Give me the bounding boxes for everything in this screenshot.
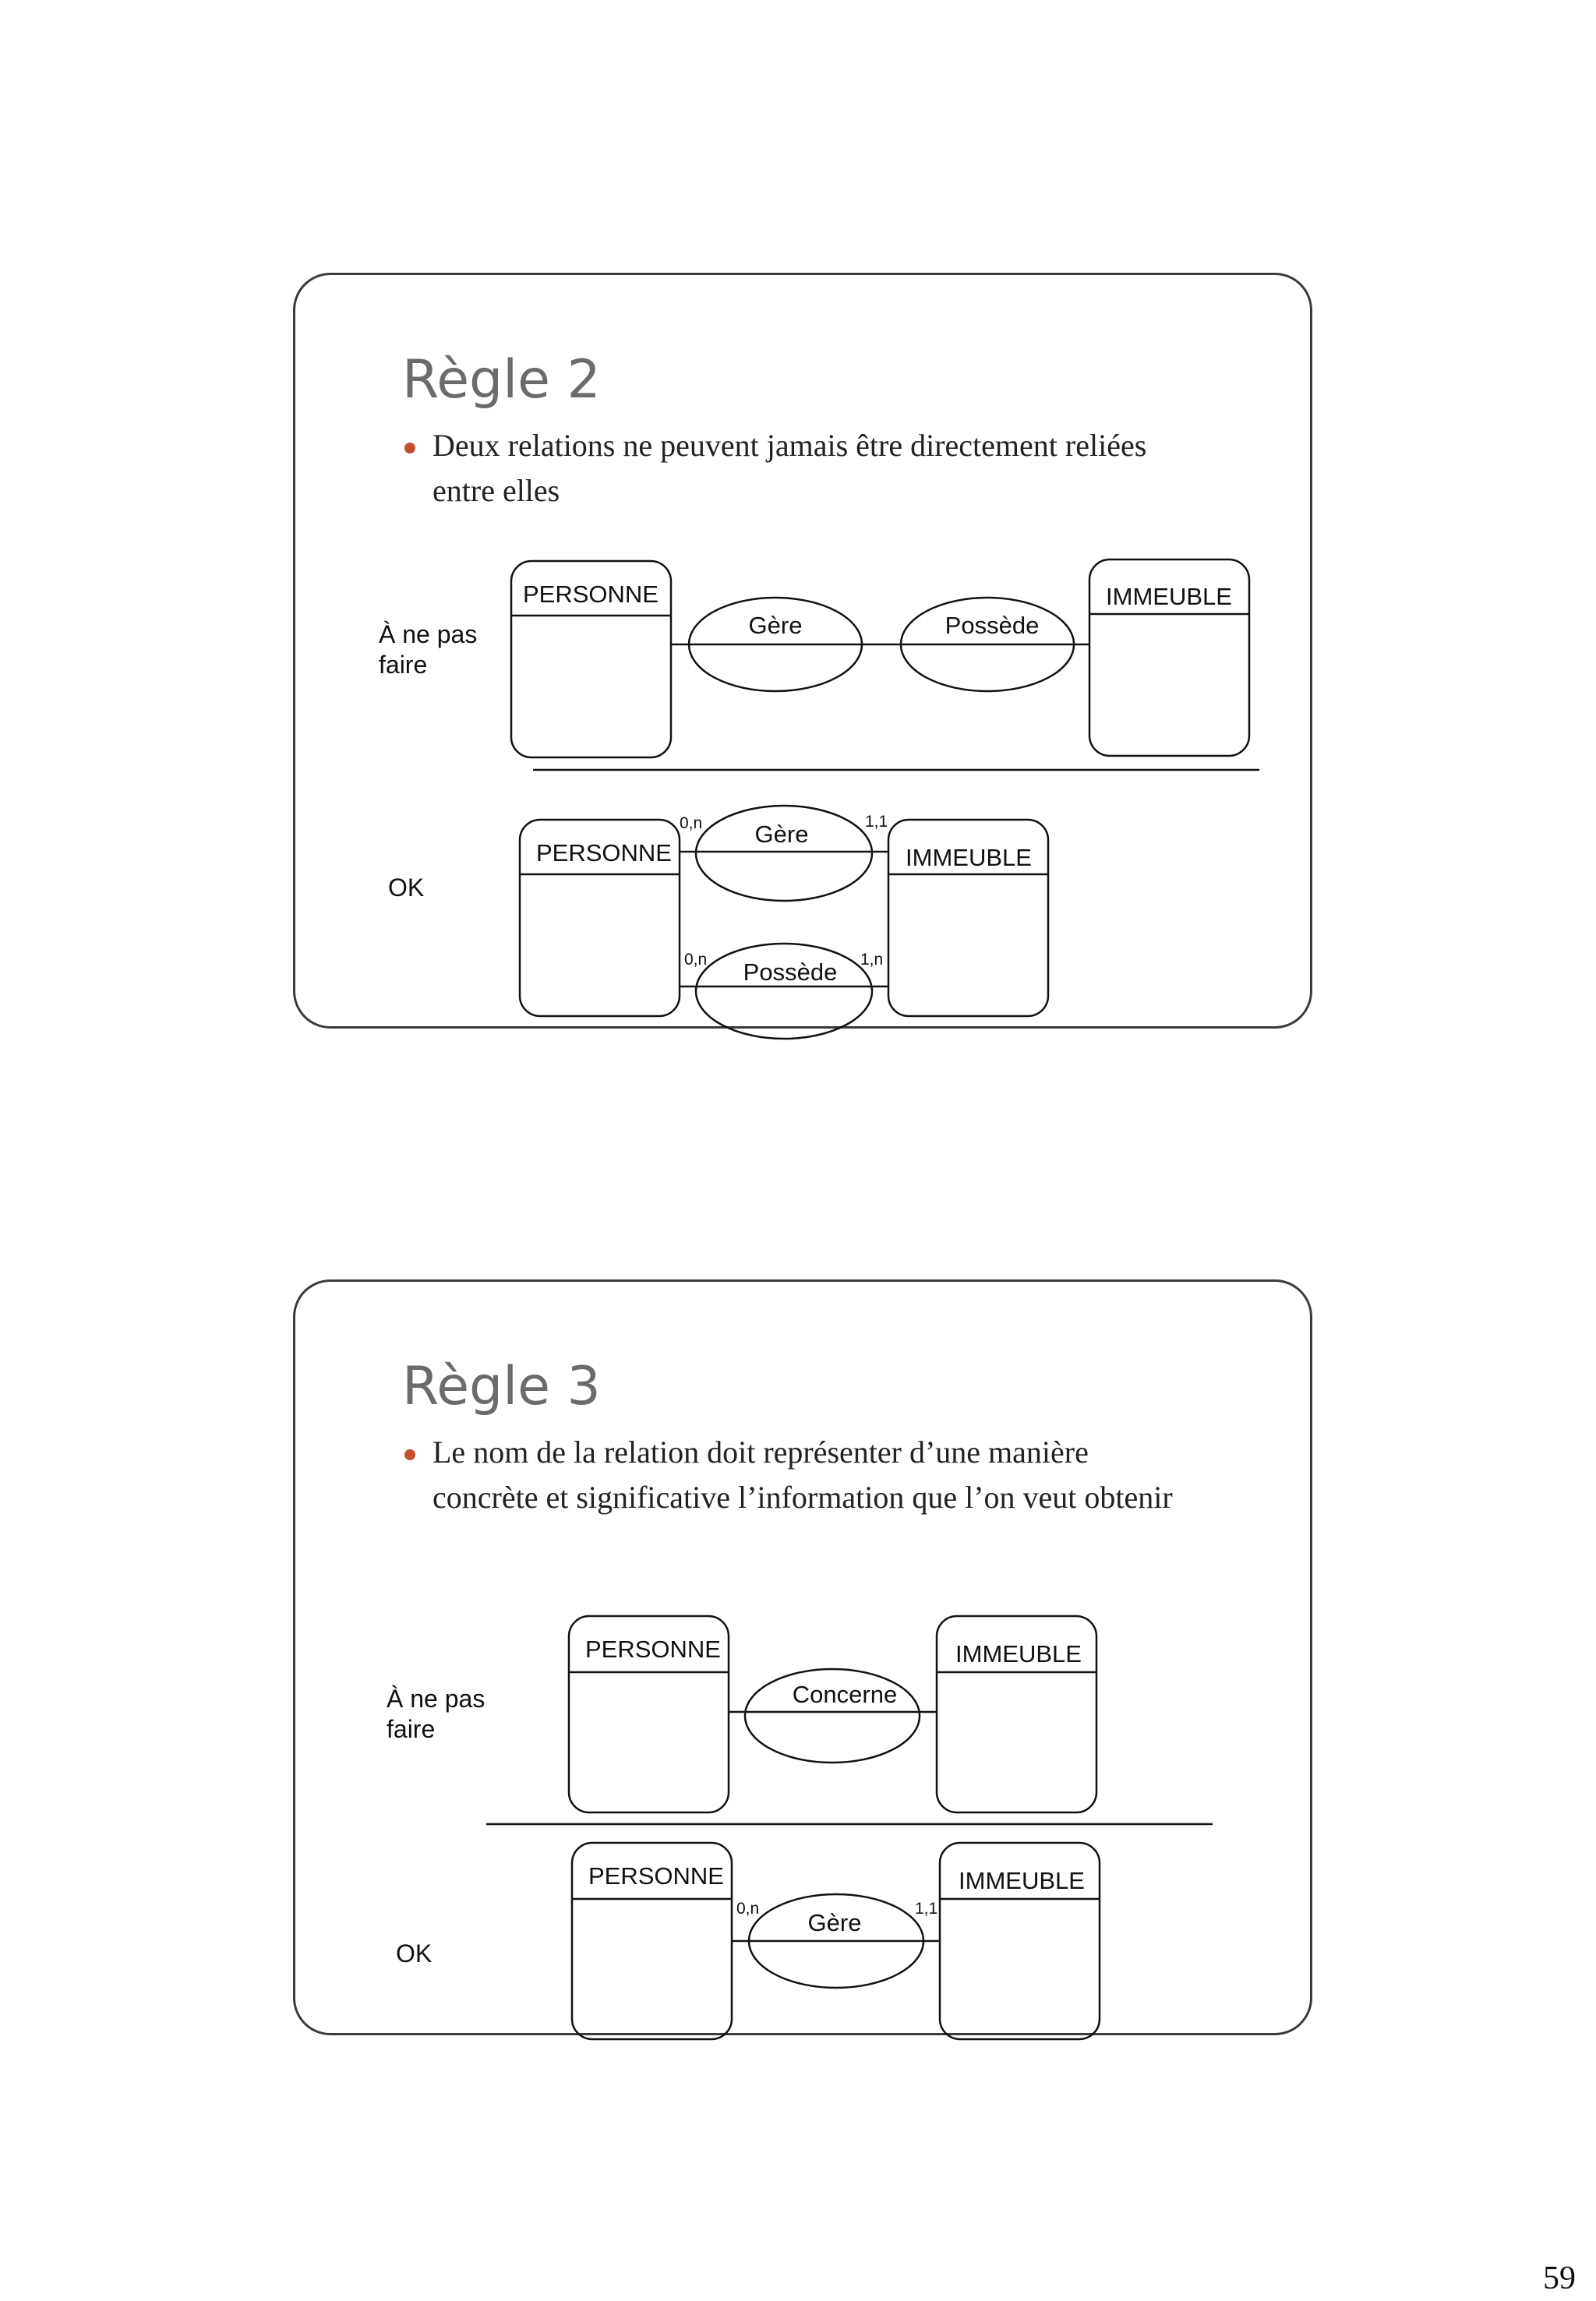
- entity-name: PERSONNE: [523, 581, 659, 608]
- side-label: OK: [396, 1939, 432, 1967]
- r2-bad-diagram: [510, 558, 1251, 759]
- side-label: faire: [387, 1715, 435, 1743]
- entity-name: IMMEUBLE: [955, 1640, 1082, 1668]
- relation-name: Gère: [755, 821, 809, 848]
- entity-box-immeuble: [935, 1615, 1098, 1814]
- slide-regle-2: Règle 2 Deux relations ne peuvent jamais…: [293, 273, 1312, 1029]
- cardinality-label: 0,n: [736, 1900, 759, 1918]
- entity-name: IMMEUBLE: [959, 1867, 1085, 1894]
- cardinality-label: 1,1: [865, 813, 888, 831]
- entity-name: IMMEUBLE: [1106, 583, 1232, 610]
- bullet-icon: [404, 1449, 415, 1460]
- entity-box-personne: [510, 559, 673, 759]
- relation-name: Gère: [808, 1909, 862, 1936]
- relation-ellipse-concerne: [743, 1668, 921, 1764]
- entity-name: PERSONNE: [585, 1636, 721, 1663]
- entity-name: PERSONNE: [536, 839, 672, 866]
- relation-name: Possède: [743, 958, 838, 986]
- bullet-icon: [404, 443, 415, 453]
- bullet-line: Deux relations ne peuvent jamais être di…: [433, 428, 1147, 463]
- slide-regle-3: Règle 3 Le nom de la relation doit repré…: [293, 1279, 1312, 2035]
- slide-title: Règle 2: [402, 349, 601, 411]
- entity-box-personne: [567, 1615, 730, 1814]
- relation-ellipse-possede: [694, 942, 874, 1040]
- r2-good-diagram: [518, 804, 1050, 1040]
- entity-box-personne: [518, 818, 681, 1018]
- cardinality-label: 1,1: [915, 1900, 937, 1918]
- bullet-text: Deux relations ne peuvent jamais être di…: [433, 423, 1259, 513]
- cardinality-label: 1,n: [860, 951, 883, 969]
- side-label: À ne pas: [379, 620, 477, 648]
- page-number: 59: [1543, 2260, 1576, 2296]
- entity-name: IMMEUBLE: [906, 844, 1032, 871]
- relation-name: Gère: [749, 612, 803, 639]
- bullet-line: Le nom de la relation doit représenter d…: [433, 1435, 1089, 1470]
- slide-title: Règle 3: [402, 1356, 601, 1417]
- relation-name: Concerne: [793, 1681, 897, 1708]
- side-label: À ne pas: [387, 1685, 485, 1713]
- relation-ellipse-gere: [694, 804, 874, 902]
- side-label: faire: [379, 651, 427, 679]
- entity-box-immeuble: [1088, 558, 1251, 757]
- r3-bad-diagram: [567, 1615, 1098, 1814]
- r3-good-diagram: [570, 1841, 1101, 2041]
- cardinality-label: 0,n: [684, 951, 707, 969]
- bullet-text: Le nom de la relation doit représenter d…: [433, 1430, 1259, 1520]
- bullet-line: concrète et significative l’information …: [433, 1480, 1173, 1515]
- entity-name: PERSONNE: [588, 1862, 724, 1890]
- entity-box-immeuble: [887, 818, 1050, 1018]
- bullet-line: entre elles: [433, 473, 560, 508]
- relation-name: Possède: [945, 612, 1040, 639]
- side-label: OK: [388, 873, 424, 902]
- cardinality-label: 0,n: [680, 814, 702, 832]
